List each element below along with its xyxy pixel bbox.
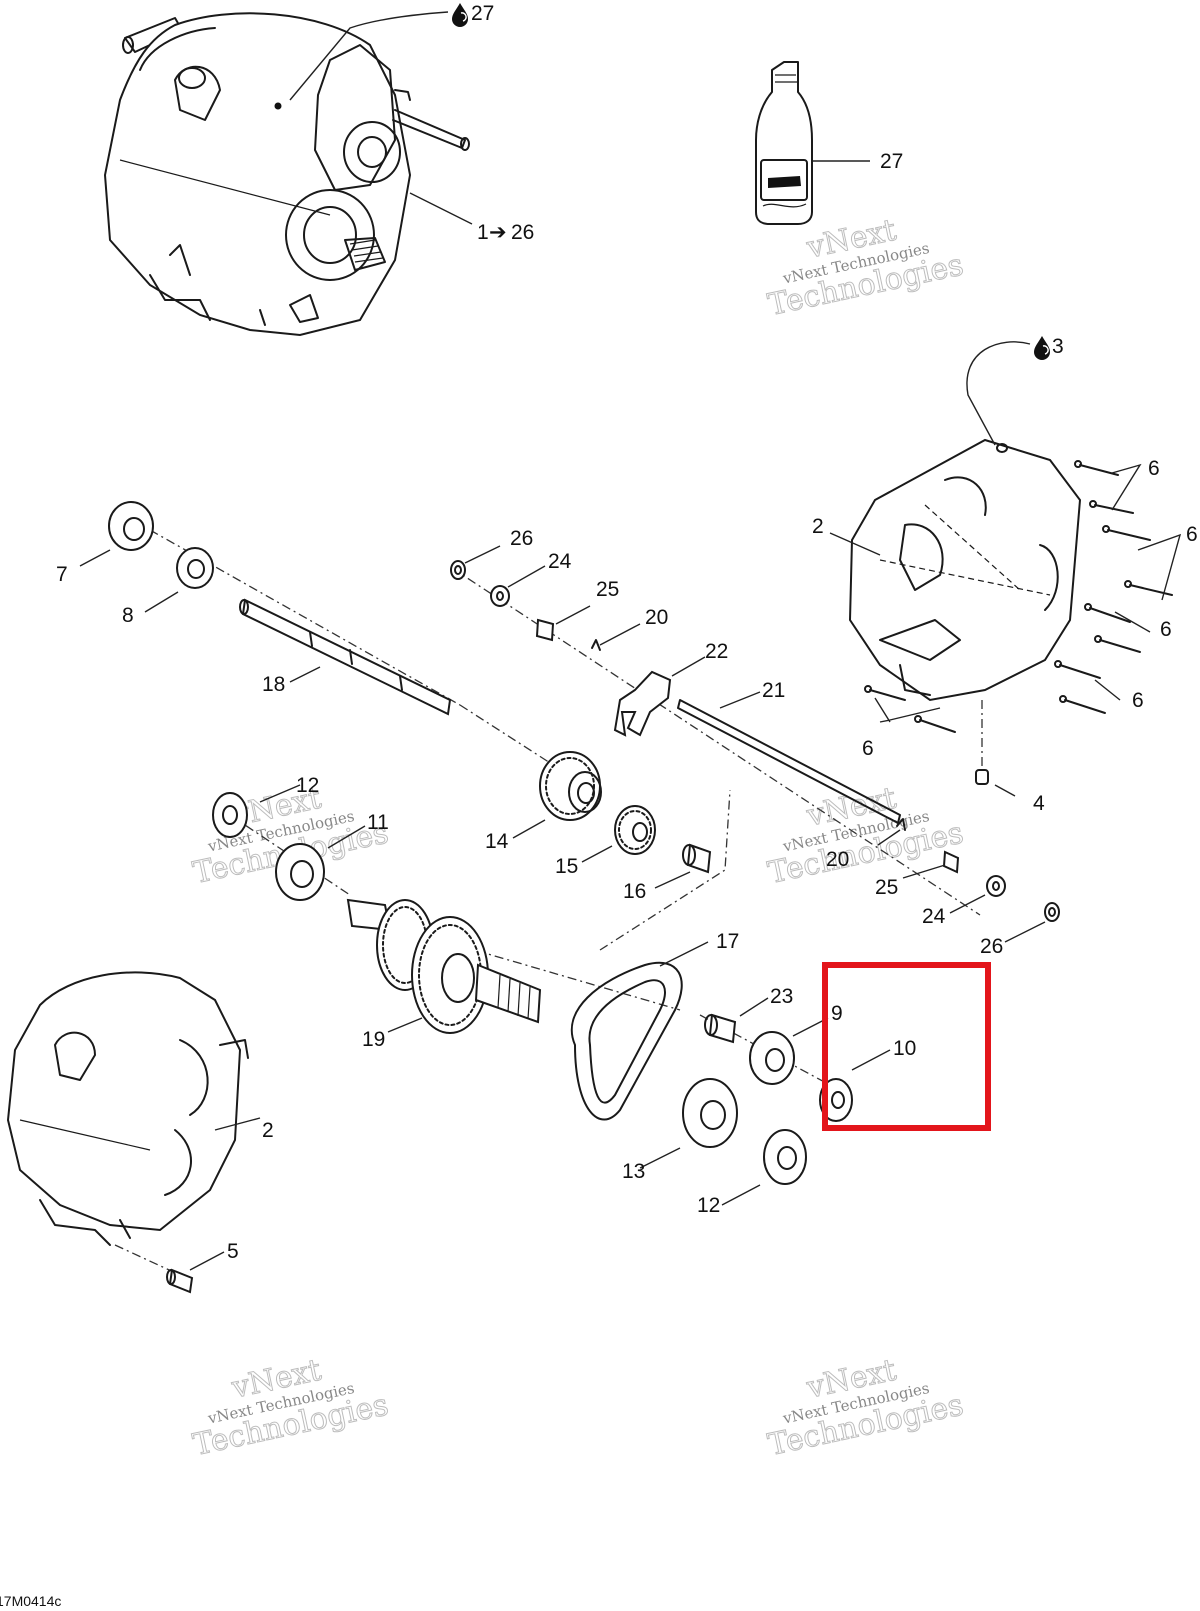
callout-22: 22 [705,640,728,663]
callout-18: 18 [262,673,285,696]
callout-26: 26 [511,221,534,244]
callout-9: 9 [831,1002,843,1025]
callout-6: 6 [1148,457,1160,480]
callout-8: 8 [122,604,134,627]
gear-14-drawing [539,751,602,821]
callout-12: 12 [296,774,319,797]
output-shaft-19-drawing [346,898,542,1034]
callout-6: 6 [1132,689,1144,712]
oil-droplet-icon [1034,336,1050,360]
drive-chain-17-drawing [570,961,683,1121]
bolt-set-drawing [864,460,1173,733]
gearbox-assembly-drawing [103,12,470,337]
oil-bottle-drawing [755,61,813,225]
callout-12: 12 [697,1194,720,1217]
callout-20: 20 [645,606,668,629]
callout-27: 27 [471,2,494,25]
watermark-group: vNext vNext Technologies Technologies vN… [190,212,967,1463]
leader-lines [79,11,1182,1271]
callout-7: 7 [56,563,68,586]
callout-10: 10 [893,1037,916,1060]
callout-labels: 27 27 1 ➔ 26 3 2 6 6 6 6 6 4 7 8 18 26 2… [56,2,1198,1263]
callout-21: 21 [762,679,785,702]
gear-15-drawing [614,805,656,855]
callout-13: 13 [622,1160,645,1183]
callout-24: 24 [922,905,946,928]
exploded-components [6,501,1060,1294]
callout-2: 2 [262,1119,274,1142]
highlight-box [822,962,991,1131]
callout-26: 26 [980,935,1003,958]
callout-2: 2 [812,515,824,538]
callout-19: 19 [362,1028,385,1051]
callout-5: 5 [227,1240,239,1263]
arrow-icon: ➔ [489,221,507,244]
callout-6: 6 [1160,618,1172,641]
callout-24: 24 [548,550,572,573]
callout-16: 16 [623,880,646,903]
callout-6: 6 [862,737,874,760]
callout-15: 15 [555,855,578,878]
oil-droplet-icon [452,3,468,27]
dowel-pin-drawing [975,769,989,785]
callout-6: 6 [1186,523,1198,546]
callout-25: 25 [875,876,898,899]
housing-cover-drawing [848,438,1173,785]
callout-26: 26 [510,527,533,550]
callout-11: 11 [367,811,389,834]
callout-1: 1 [477,221,489,244]
case-half-2-drawing [6,971,249,1246]
callout-25: 25 [596,578,619,601]
callout-14: 14 [485,830,509,853]
drawing-code: 17M0414c [0,1593,61,1609]
callout-23: 23 [770,985,793,1008]
callout-4: 4 [1033,792,1045,815]
callout-20: 20 [826,848,849,871]
callout-17: 17 [716,930,739,953]
callout-3: 3 [1052,335,1064,358]
callout-27: 27 [880,150,903,173]
